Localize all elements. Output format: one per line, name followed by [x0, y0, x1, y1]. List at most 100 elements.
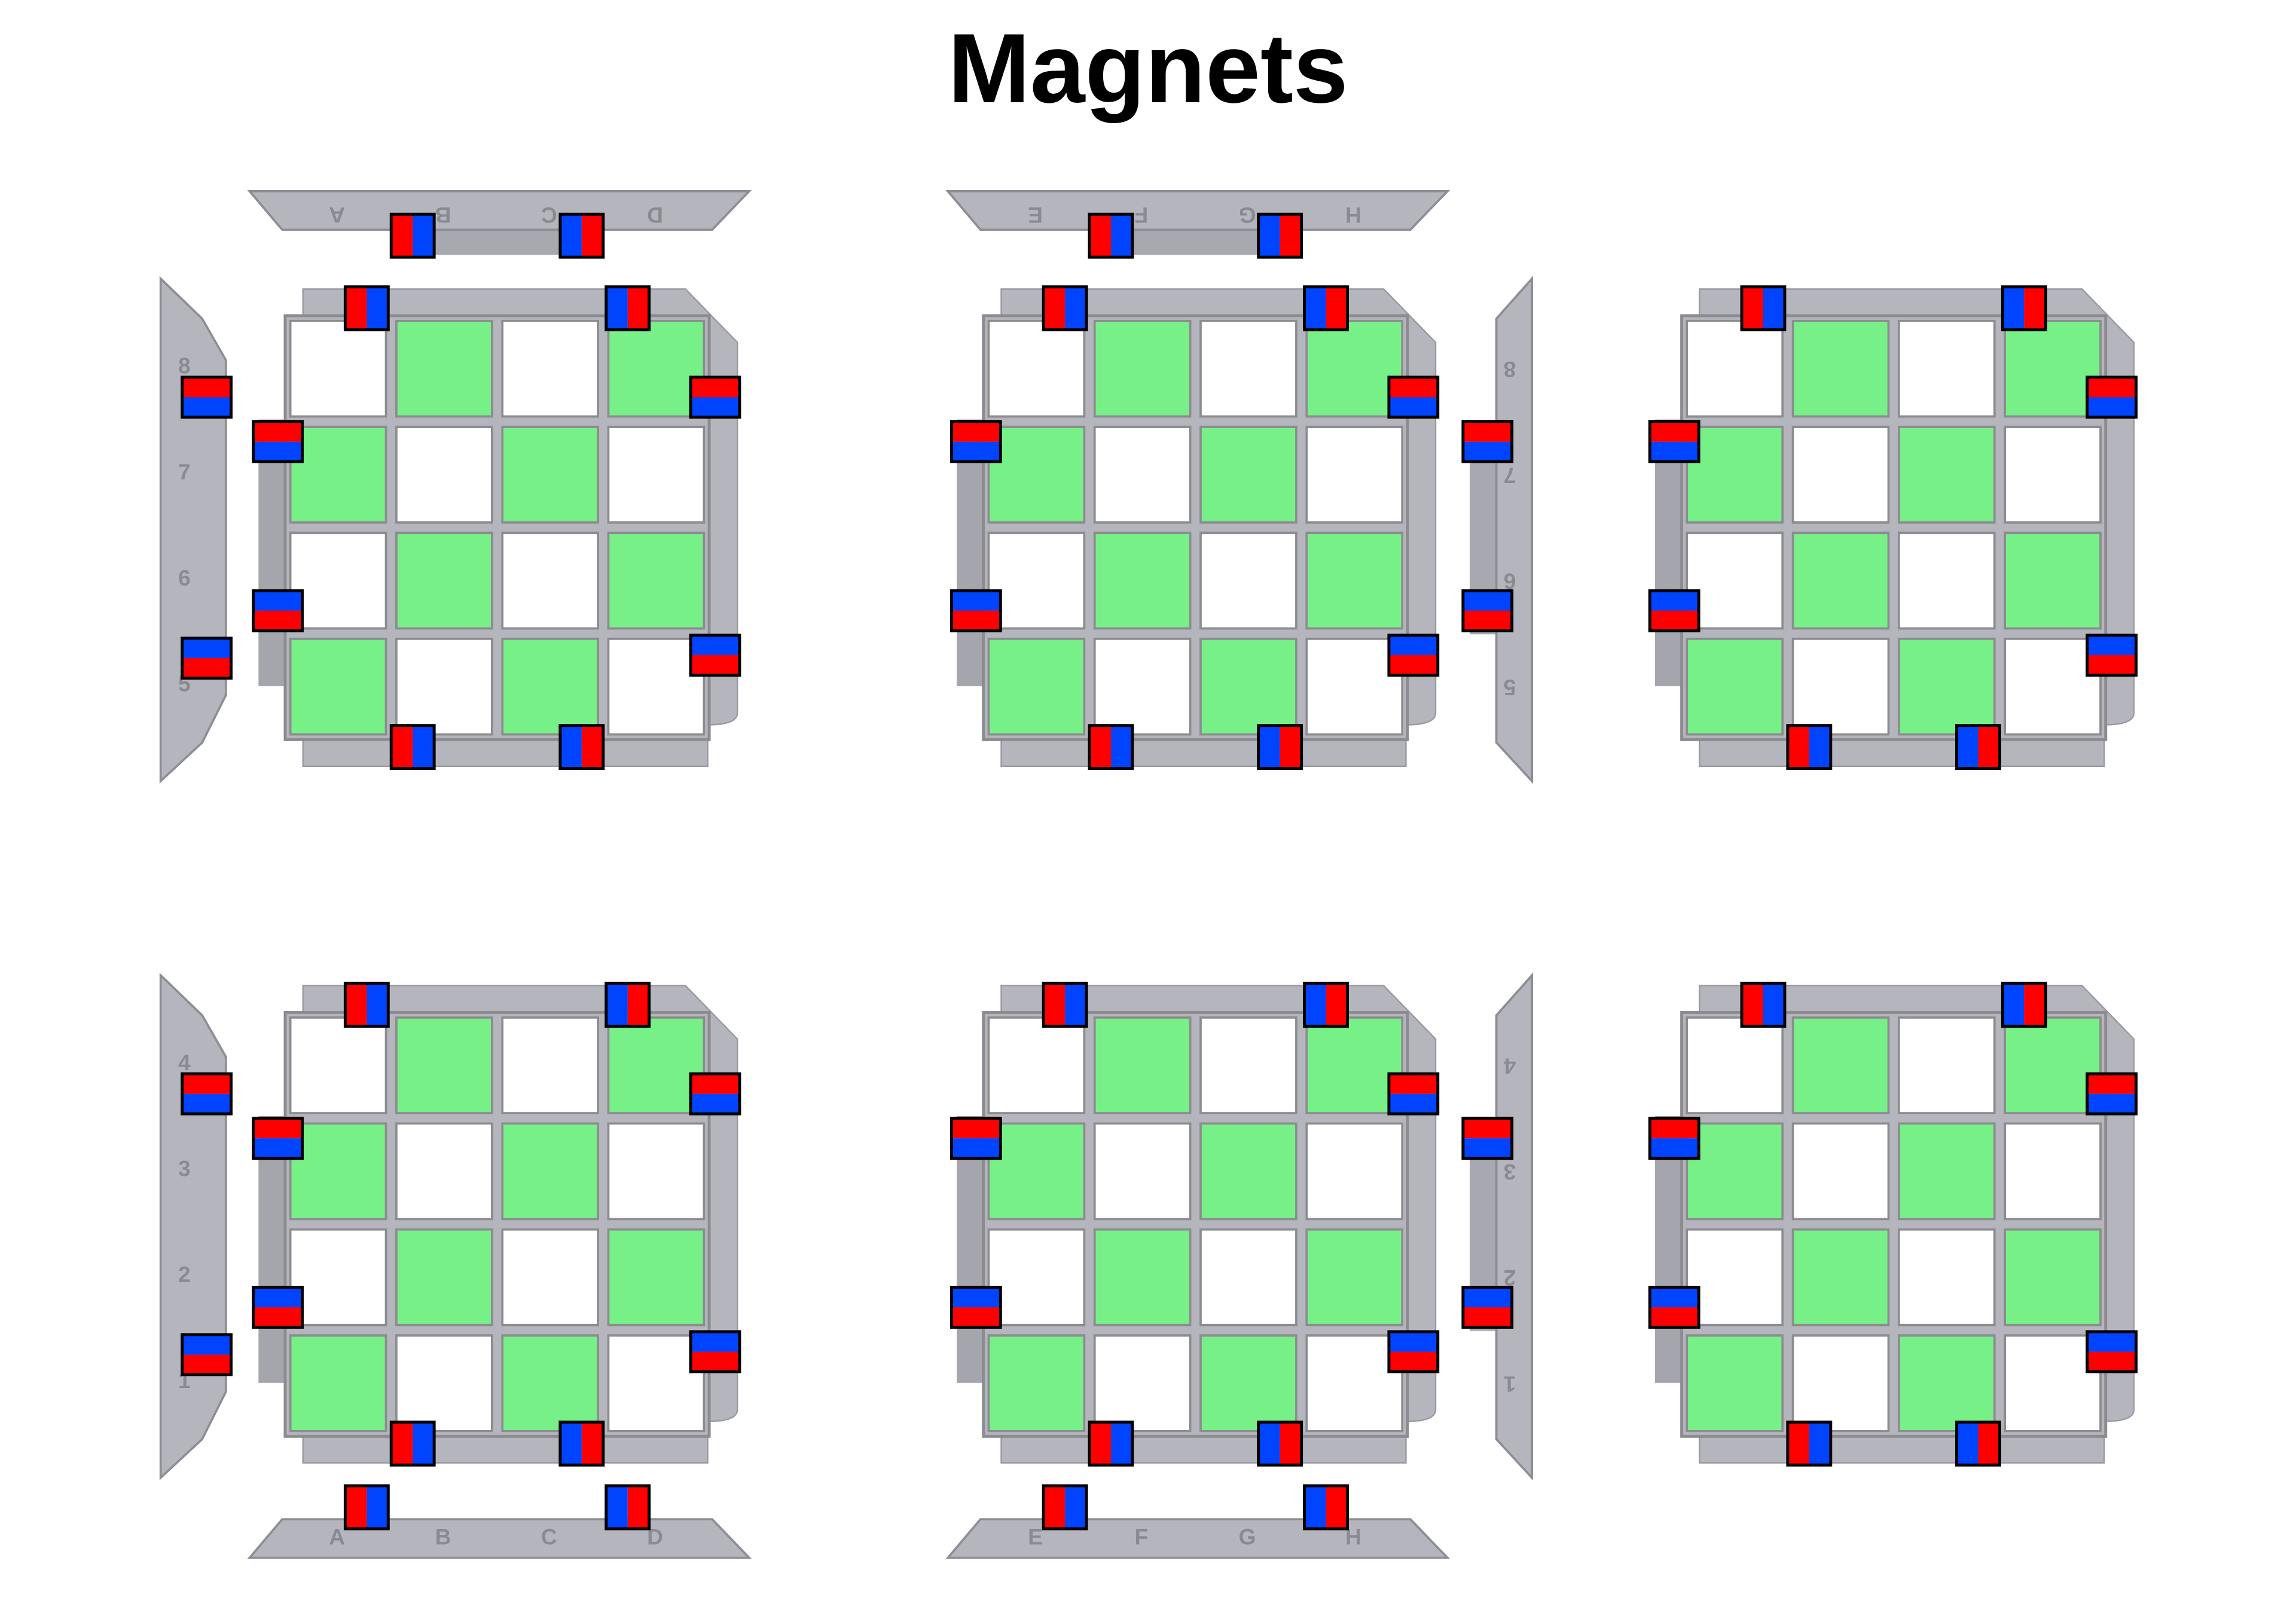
board-cell-white	[289, 1228, 387, 1326]
magnet-pole	[1065, 286, 1087, 330]
magnet-pole	[182, 1093, 231, 1114]
board-cell-green	[1305, 319, 1404, 418]
magnet	[1042, 285, 1088, 332]
magnet-outline	[1088, 724, 1134, 771]
board-panel	[1648, 982, 2138, 1467]
magnet-pole	[1111, 725, 1132, 769]
magnet-outline	[1461, 1285, 1514, 1329]
magnet-outline	[1387, 1330, 1440, 1374]
magnet-outline	[181, 1333, 233, 1377]
magnet-outline	[181, 1072, 233, 1115]
magnet	[1461, 1117, 1514, 1160]
magnet-outline	[343, 982, 390, 1028]
magnet-pole	[691, 1093, 740, 1114]
strip-label: A	[329, 1524, 345, 1549]
magnet-outline	[1740, 982, 1787, 1028]
diagram-title: Magnets	[948, 13, 1348, 123]
board-cell-green	[1686, 426, 1784, 524]
magnet-outline	[558, 724, 605, 771]
board-cell-white	[2004, 426, 2102, 524]
magnet	[1088, 1420, 1134, 1467]
magnet-pole	[627, 983, 649, 1027]
magnet	[1303, 285, 1349, 332]
board-cell-green	[501, 1334, 599, 1432]
board-cell-green	[289, 426, 387, 524]
magnet-outline	[949, 1285, 1002, 1329]
board-cell-white	[1791, 1122, 1890, 1221]
magnet-pole	[1463, 591, 1512, 611]
strip-label: B	[435, 1524, 451, 1549]
board-cell-green	[395, 531, 493, 630]
magnet	[1648, 589, 1700, 632]
board-cell-green	[2004, 319, 2102, 418]
magnet-pole	[391, 725, 413, 769]
magnet-outline	[2001, 285, 2047, 332]
magnet-pole	[691, 635, 740, 655]
magnet-pole	[951, 1138, 1001, 1159]
magnet-pole	[345, 1486, 367, 1529]
magnet-outline	[343, 285, 390, 332]
board-cell-white	[987, 319, 1086, 418]
magnet-pole	[1809, 725, 1831, 769]
strip-label: G	[1239, 203, 1256, 228]
magnet-pole	[1258, 1422, 1280, 1465]
strip-label: 7	[178, 459, 191, 484]
magnet-pole	[345, 983, 367, 1027]
magnet-outline	[252, 1117, 304, 1160]
magnet-pole	[2087, 397, 2136, 417]
magnet-outline	[1042, 982, 1088, 1028]
magnet-pole	[2087, 1093, 2136, 1114]
strip-body	[247, 1518, 752, 1559]
magnet	[181, 375, 233, 419]
magnet-pole	[1043, 286, 1065, 330]
magnet-pole	[581, 214, 603, 258]
magnet-pole	[1065, 983, 1087, 1027]
magnet	[604, 982, 651, 1028]
board-cell-green	[2004, 1228, 2102, 1326]
board-cell-green	[1305, 1228, 1404, 1326]
magnet-outline	[1387, 633, 1440, 677]
board-cell-green	[1897, 1334, 1996, 1432]
strip-body	[945, 1518, 1451, 1559]
board-cell-white	[1199, 531, 1297, 630]
magnet	[389, 212, 436, 259]
magnet	[252, 589, 304, 632]
magnet-pole	[627, 286, 649, 330]
board-cell-green	[1686, 1122, 1784, 1221]
magnet	[2086, 1072, 2138, 1115]
magnet-outline	[181, 375, 233, 419]
board-cell-white	[1093, 426, 1192, 524]
magnet-outline	[689, 375, 741, 419]
magnet-pole	[560, 214, 582, 258]
magnet-pole	[253, 421, 303, 442]
board-cell-green	[987, 1122, 1086, 1221]
magnet-pole	[1463, 441, 1512, 462]
magnet-pole	[253, 1118, 303, 1139]
magnet	[252, 420, 304, 463]
magnet-outline	[1740, 285, 1787, 332]
strip-label: E	[1028, 1524, 1043, 1549]
strip-label: A	[329, 203, 345, 228]
board-cell-green	[1305, 531, 1404, 630]
magnet-pole	[1463, 1287, 1512, 1307]
magnet	[1740, 285, 1787, 332]
magnet-pole	[1388, 1331, 1438, 1352]
board-cell-white	[607, 1122, 706, 1221]
board-cell-green	[289, 1122, 387, 1221]
magnet	[1387, 633, 1440, 677]
magnet	[252, 1285, 304, 1329]
magnet-pole	[391, 1422, 413, 1465]
strip-body	[1495, 972, 1534, 1481]
magnet-pole	[951, 1118, 1001, 1139]
magnet-outline	[689, 633, 741, 677]
magnet-outline	[1955, 1420, 2001, 1467]
magnet-outline	[1088, 212, 1134, 259]
magnet-outline	[2086, 1072, 2138, 1115]
magnet-pole	[1650, 1118, 1699, 1139]
magnet-pole	[1978, 1422, 2000, 1465]
board-cell-white	[1897, 1228, 1996, 1326]
magnet-pole	[951, 591, 1001, 611]
